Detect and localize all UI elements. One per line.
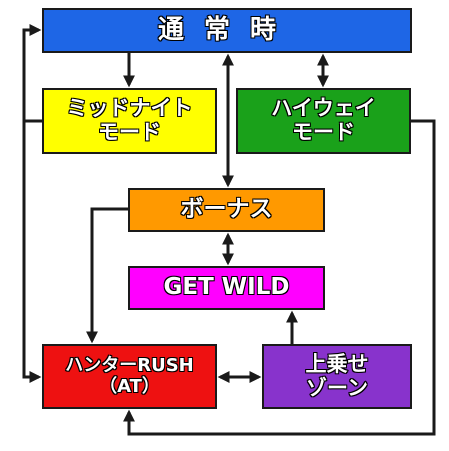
bonus-label: ボーナス (180, 196, 274, 223)
get-wild-box: GET WILD (128, 266, 325, 310)
midnight-mode-label-line1: ミッドナイト (66, 96, 194, 121)
edge-highway-to-hunter (123, 119, 436, 436)
upsell-zone-label-line2: ゾーン (305, 375, 369, 400)
get-wild-label: GET WILD (163, 274, 291, 301)
edge-group (22, 24, 436, 436)
normal-mode-box: 通常時 (42, 8, 412, 53)
hunter-rush-label-line1: ハンターRUSH (64, 355, 194, 377)
bonus-box: ボーナス (128, 188, 325, 232)
upsell-zone-label-line1: 上乗せ (305, 351, 370, 377)
midnight-mode-box: ミッドナイト モード (42, 88, 217, 154)
upsell-zone-box: 上乗せ ゾーン (262, 344, 412, 409)
hunter-rush-label-line2: （AT） (98, 375, 160, 397)
highway-mode-label-line2: モード (291, 120, 356, 145)
normal-mode-label: 通常時 (157, 14, 296, 46)
highway-mode-label-line1: ハイウェイ (270, 96, 376, 121)
edge-midnight-to-normal (22, 24, 42, 123)
hunter-rush-box: ハンターRUSH （AT） (42, 344, 217, 409)
highway-mode-box: ハイウェイ モード (236, 88, 411, 154)
edge-midnight-to-hunter (22, 121, 42, 383)
edge-bonus-to-hunter (86, 207, 128, 344)
midnight-mode-label-line2: モード (97, 120, 162, 145)
